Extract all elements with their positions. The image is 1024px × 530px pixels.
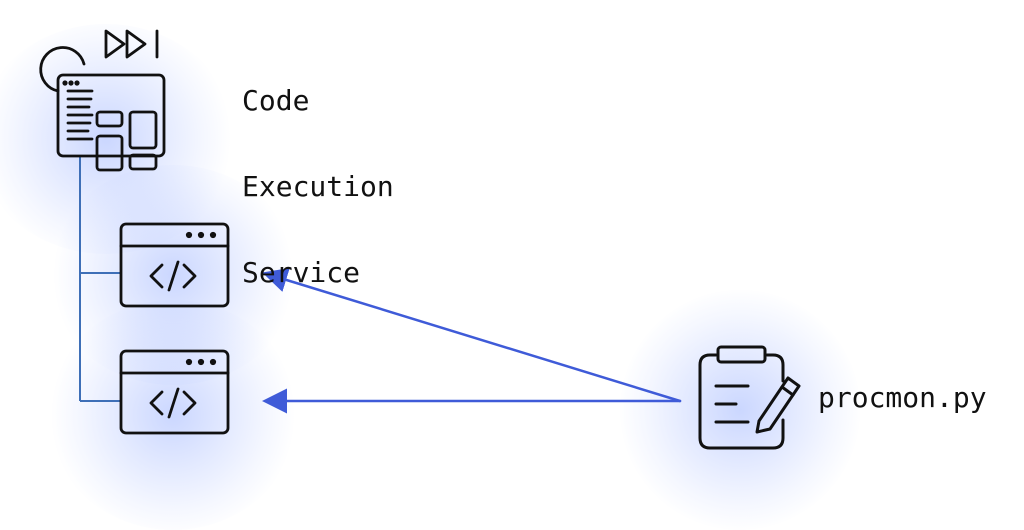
file-label: procmon.py — [818, 381, 987, 414]
diagram-stage: Code Execution Service procmon.py — [0, 24, 987, 530]
code-window-icon — [119, 349, 230, 435]
service-title-line-2: Execution — [242, 170, 394, 203]
service-title-line-3: Service — [242, 256, 361, 289]
service-title: Code Execution Service — [242, 36, 482, 337]
tree-connectors — [79, 156, 121, 402]
service-title-line-1: Code — [242, 84, 310, 117]
arrow-to-top-window — [262, 267, 682, 403]
clipboard-edit-icon — [698, 345, 801, 450]
code-window-icon — [119, 222, 230, 308]
fast-forward-icon — [104, 29, 159, 59]
dashboard-window-icon — [39, 46, 166, 172]
architecture-diagram — [39, 29, 801, 450]
flow-arrows — [262, 267, 682, 414]
service-glow — [0, 24, 236, 254]
